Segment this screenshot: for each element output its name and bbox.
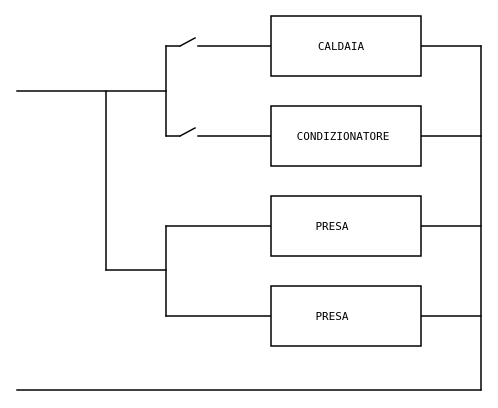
load-label: CALDAIA xyxy=(318,40,365,53)
load-label: PRESA xyxy=(315,310,348,323)
switch-condizionatore xyxy=(165,126,272,138)
load-label: CONDIZIONATORE xyxy=(297,130,390,143)
load-presa-1: PRESA xyxy=(270,195,422,257)
load-label: PRESA xyxy=(315,220,348,233)
load-caldaia: CALDAIA xyxy=(270,15,422,77)
switch-caldaia xyxy=(165,36,272,48)
load-condizionatore: CONDIZIONATORE xyxy=(270,105,422,167)
load-presa-2: PRESA xyxy=(270,285,422,347)
